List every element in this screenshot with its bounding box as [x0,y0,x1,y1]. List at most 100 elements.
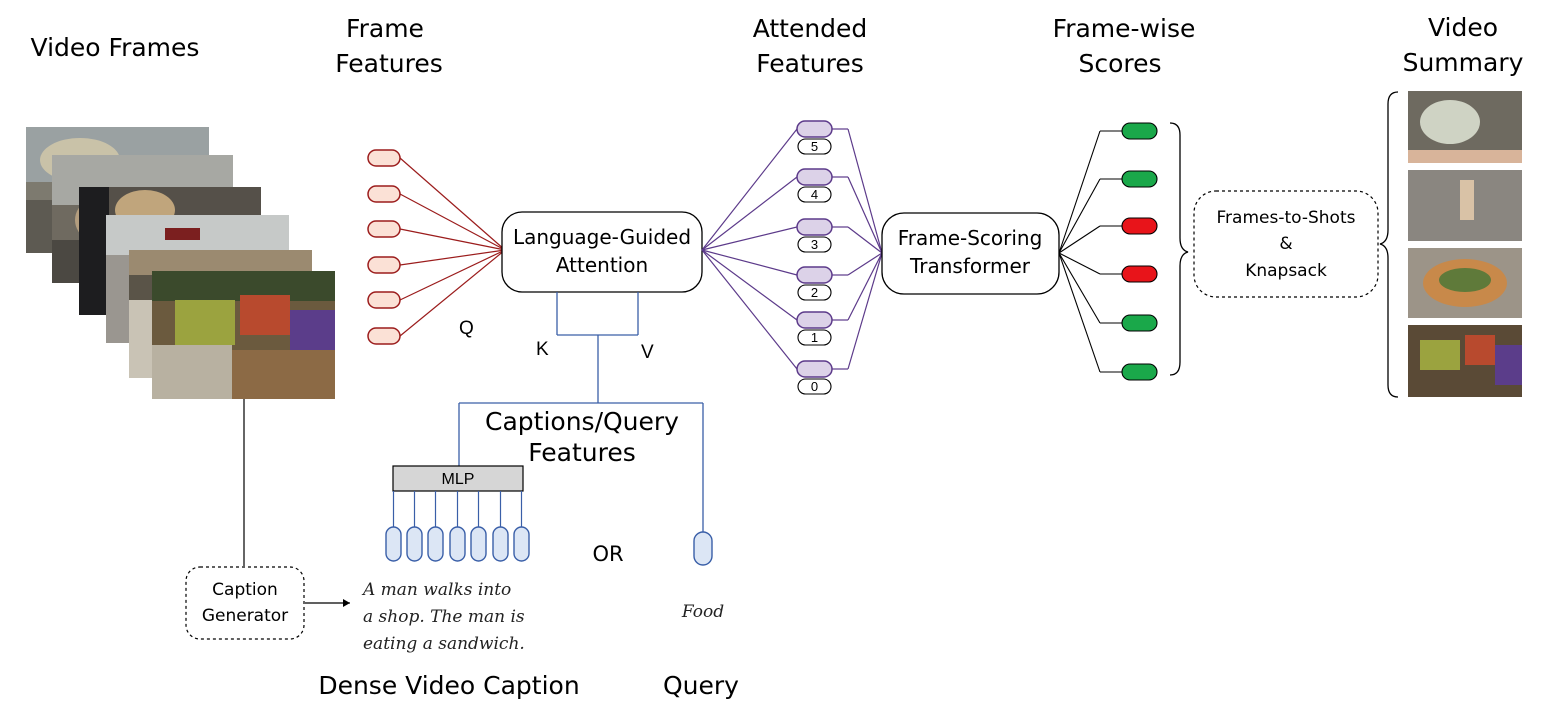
attended-in-line [701,226,798,251]
dense-video-caption-label: Dense Video Caption [318,671,579,700]
frame-score-pill-low [1121,265,1158,283]
attended-index-label: 1 [811,330,818,345]
attended-index-badge [797,186,832,203]
transformer-box-line2: Transformer [909,254,1031,278]
header-frame-features-line1: Frame [346,14,424,43]
frame-feature-pill [367,220,401,238]
attended-index-badge [797,284,832,301]
attended-index-label: 2 [811,285,818,300]
summary-thumbnail-1 [1408,91,1522,163]
header-video-summary-line1: Video [1428,13,1498,42]
header-attended-features-line1: Attended [753,14,868,43]
attended-index-badge [797,378,832,395]
caption-token-pill [470,526,487,562]
attended-in-line [701,176,798,251]
caption-generator-line1: Caption [212,580,278,600]
attended-out-line [847,252,883,370]
attention-box-line1: Language-Guided [513,225,691,249]
frame-feature-line [399,193,506,251]
attended-out-line [847,226,883,254]
or-label: OR [592,542,623,566]
attended-in-line [701,128,798,251]
caption-token-pill [513,526,530,562]
caption-generator-arrowhead [343,599,350,607]
frame-feature-pill [367,149,401,167]
caption-token-pill [492,526,509,562]
mlp-box [392,465,524,492]
frame-feature-line [399,249,506,337]
attended-feature-pill [796,120,833,138]
summary-brace [1379,91,1399,398]
summary-thumbnail-2 [1408,170,1522,241]
attended-index-label: 0 [811,379,818,394]
captions-query-features-line1: Captions/Query [485,407,679,436]
caption-token-pill [449,526,466,562]
frame-score-pill-high [1121,170,1158,188]
header-frame-wise-scores-line2: Scores [1078,49,1161,78]
frame-score-group [1058,122,1158,381]
caption-generator-line2: Generator [202,606,288,626]
q-label: Q [459,318,474,339]
attended-out-line [847,176,883,254]
caption-token-pill [427,526,444,562]
score-fan-line [1058,252,1101,324]
frame-score-pill-high [1121,363,1158,381]
attended-feature-pill [796,311,833,329]
attended-feature-pill [796,168,833,186]
attended-index-badge [797,329,832,346]
caption-token-pill [406,526,423,562]
header-attended-features-line2: Features [756,49,864,78]
attended-out-line [847,252,883,276]
score-fan-line [1058,130,1101,254]
query-token [693,531,713,566]
attended-out-line [847,128,883,254]
summary-thumbnail-3 [1408,248,1522,318]
transformer-box-line1: Frame-Scoring [898,226,1043,250]
video-frame-stack [26,127,335,399]
frame-feature-line [399,157,506,251]
query-label: Query [663,671,739,700]
language-guided-attention-box [501,211,703,293]
frames-to-shots-box [1193,190,1379,298]
dense-caption-line1: A man walks into [361,580,511,600]
attended-in-line [701,249,798,370]
shots-box-line3: Knapsack [1245,261,1327,281]
header-video-frames: Video Frames [31,33,200,62]
attended-feature-pill [796,266,833,284]
caption-generator-box [185,566,305,640]
frame-feature-pill [367,256,401,274]
attended-out-line [847,252,883,321]
attended-index-label: 4 [811,187,818,202]
dense-caption-line3: eating a sandwich. [363,634,525,654]
shots-box-line2: & [1279,234,1292,254]
dense-caption-line2: a shop. The man is [363,607,525,627]
query-text: Food [681,602,724,622]
caption-token-pill [385,526,402,562]
score-fan-line [1058,252,1101,275]
header-video-summary-line2: Summary [1403,48,1524,77]
score-fan-line [1058,252,1101,373]
frame-feature-line [399,228,506,251]
header-frame-features-line2: Features [335,49,443,78]
attended-feature-pill [796,218,833,236]
k-label: K [536,339,549,360]
mlp-label: MLP [442,471,475,488]
attended-index-badge [797,236,832,253]
frame-score-pill-high [1121,314,1158,332]
video-frame-6 [152,271,335,399]
frame-feature-pill [367,327,401,345]
shots-box-line1: Frames-to-Shots [1217,208,1356,228]
frame-feature-pill [367,291,401,309]
attended-in-line [701,249,798,276]
attention-box-line2: Attention [556,253,648,277]
caption-token-group [385,491,530,562]
attended-feature-pill [796,360,833,378]
kv-connectors [458,292,704,532]
captions-query-features-line2: Features [528,438,636,467]
header-frame-wise-scores-line1: Frame-wise [1053,14,1196,43]
v-label: V [641,342,654,363]
frame-feature-pill [367,185,401,203]
